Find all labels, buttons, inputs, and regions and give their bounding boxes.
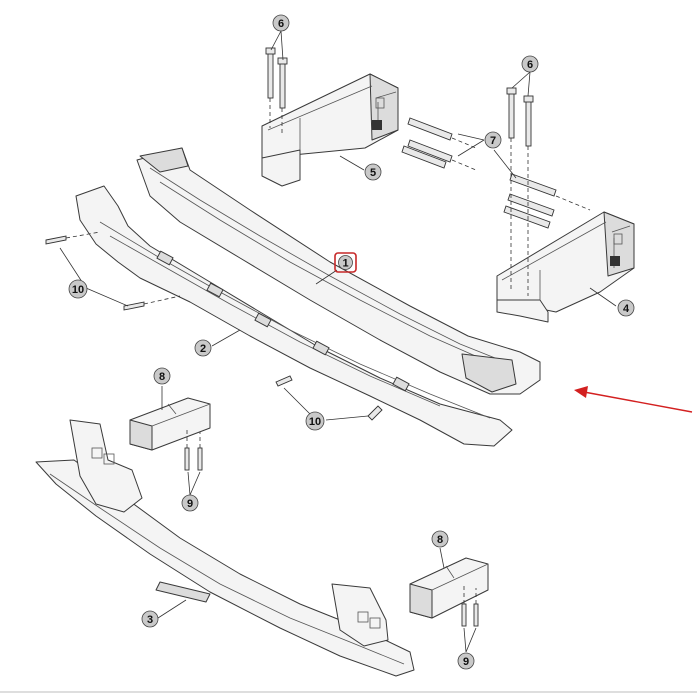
callout-6-top: 6	[272, 14, 290, 32]
leader-lines	[59, 30, 617, 653]
bolts-part-6-right	[506, 87, 534, 147]
callout-1-highlighted: 1	[334, 252, 357, 273]
callout-label: 10	[309, 416, 321, 428]
callout-label: 5	[370, 167, 376, 179]
red-pointer-arrow	[574, 386, 693, 413]
callout-label: 8	[159, 371, 165, 383]
bracket-part-8-lower	[409, 557, 489, 619]
callout-label: 10	[72, 284, 84, 296]
callout-6-right: 6	[521, 55, 539, 73]
callout-label: 2	[200, 343, 206, 355]
callout-9-upper: 9	[181, 494, 199, 512]
callout-label: 1	[342, 258, 348, 270]
assembly-lines	[65, 98, 591, 604]
callout-8-lower: 8	[431, 530, 449, 548]
callout-7: 7	[484, 131, 502, 149]
callout-label: 6	[527, 59, 533, 71]
callout-10-lower: 10	[305, 411, 325, 431]
callout-5: 5	[364, 163, 382, 181]
absorber-part-2	[75, 185, 513, 447]
callout-label: 6	[278, 18, 284, 30]
callout-4: 4	[617, 299, 635, 317]
lower-cover-part-3	[35, 419, 415, 677]
bumper-beam-part-1	[136, 147, 541, 395]
callout-label: 8	[437, 534, 443, 546]
callout-label: 4	[623, 303, 630, 315]
bolts-part-7	[401, 117, 557, 229]
bracket-part-4	[496, 211, 635, 323]
callout-3: 3	[141, 610, 159, 628]
callout-label: 3	[147, 614, 153, 626]
bolts-part-6-top	[265, 47, 288, 109]
callout-8-upper: 8	[153, 367, 171, 385]
bracket-part-5	[261, 73, 399, 187]
callout-2: 2	[194, 339, 212, 357]
callout-label: 9	[463, 656, 469, 668]
callout-9-lower: 9	[457, 652, 475, 670]
bracket-part-8-upper	[129, 397, 211, 451]
callout-10-upper: 10	[68, 279, 88, 299]
callout-label: 7	[490, 135, 496, 147]
screws-part-10	[45, 235, 383, 421]
callout-label: 9	[187, 498, 193, 510]
